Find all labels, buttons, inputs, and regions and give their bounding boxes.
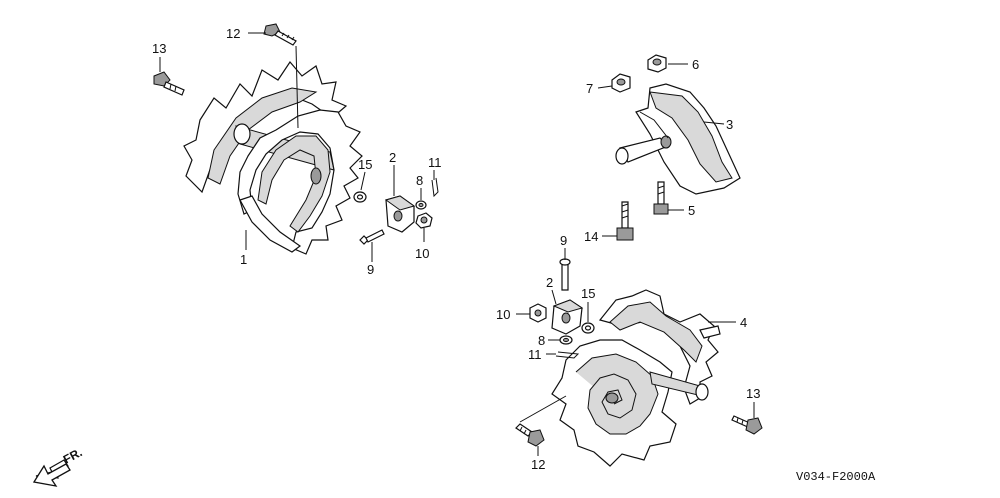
callout-13-right: 13 (746, 386, 760, 401)
diagram-code: V034-F2000A (796, 470, 876, 484)
callout-12-top: 12 (226, 26, 240, 41)
leader-15-left (360, 171, 366, 191)
leader-2-right (551, 289, 557, 305)
flange-bolt-12-bottom (515, 423, 545, 447)
nut-7 (611, 73, 631, 93)
callout-2-left: 2 (389, 150, 396, 165)
leader-3 (703, 121, 725, 125)
callout-1: 1 (240, 252, 247, 267)
leader-7 (597, 85, 613, 89)
callout-15-left: 15 (358, 157, 372, 172)
nut-10-left (415, 212, 433, 229)
tine-assembly-right (551, 289, 721, 467)
washer-8-left (415, 200, 427, 210)
callout-8-left: 8 (416, 173, 423, 188)
flange-bolt-5 (653, 181, 669, 215)
flange-bolt-12-top (263, 23, 297, 46)
housing-3 (615, 83, 741, 195)
washer-8-right (559, 335, 573, 345)
callout-2-right: 2 (546, 275, 553, 290)
callout-15-right: 15 (581, 286, 595, 301)
callout-14: 14 (584, 229, 598, 244)
callout-12-bottom: 12 (531, 457, 545, 472)
cotter-pin-11-left (431, 177, 439, 198)
callout-11-right: 11 (528, 347, 542, 362)
callout-8-right: 8 (538, 333, 545, 348)
callout-4: 4 (740, 315, 747, 330)
callout-7: 7 (586, 81, 593, 96)
callout-9-left: 9 (367, 262, 374, 277)
bolt-14 (616, 201, 634, 241)
callout-10-left: 10 (415, 246, 429, 261)
washer-15-right (581, 322, 595, 334)
callout-13-left: 13 (152, 41, 166, 56)
bracket-2-right (551, 299, 584, 335)
washer-15-left (353, 191, 367, 203)
nut-6 (647, 54, 667, 73)
callout-3: 3 (726, 117, 733, 132)
flange-bolt-13-right (731, 415, 763, 435)
callout-10-right: 10 (496, 307, 510, 322)
callout-6: 6 (692, 57, 699, 72)
flange-bolt-13-left (153, 71, 185, 96)
front-direction-arrow-icon (32, 459, 71, 487)
cotter-pin-11-right (555, 351, 580, 359)
callout-5: 5 (688, 203, 695, 218)
leader-12-to-assembly (295, 45, 299, 129)
bolt-9-right (559, 258, 571, 291)
callout-11-left: 11 (428, 155, 442, 170)
tine-assembly-left (183, 61, 363, 255)
leader-12-to-right (519, 395, 567, 423)
bolt-9-left (359, 229, 385, 245)
bracket-2-left (384, 195, 416, 233)
nut-10-right (529, 303, 547, 323)
callout-9-right: 9 (560, 233, 567, 248)
